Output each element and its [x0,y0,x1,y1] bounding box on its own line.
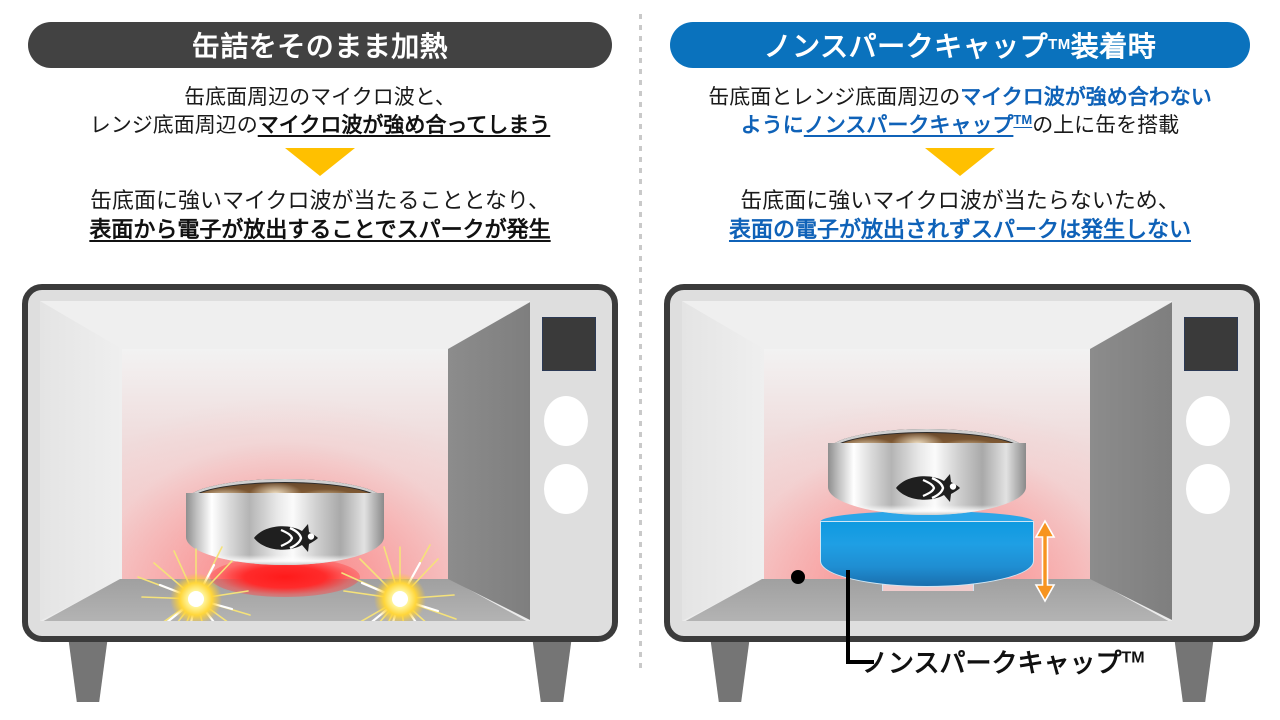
right-top-line1-emphasis: マイクロ波が強め合わない [960,86,1212,109]
cavity-right-wall [448,301,530,621]
oven-knob-lower[interactable] [544,464,588,514]
spark-left-icon [137,546,251,621]
oven-leg-right [532,636,572,702]
left-top-line2-emphasis: マイクロ波が強め合ってしまう [257,113,551,137]
oven-leg-left [710,636,750,702]
cavity-ceiling [682,301,1172,349]
cavity-left-wall [40,301,122,621]
oven-display-screen [1184,317,1238,371]
oven-leg-left [68,636,108,702]
left-top-line1: 缶底面周辺のマイクロ波と、 [184,86,456,109]
left-top-paragraph: 缶底面周辺のマイクロ波と、 レンジ底面周辺のマイクロ波が強め合ってしまう [0,84,640,139]
right-top-line2-emphasis: ノンスパークキャップ [803,113,1014,137]
right-top-line1-plain: 缶底面とレンジ底面周辺の [708,86,961,109]
right-top-line2-plain-a: ように [740,113,804,137]
oven-cavity [40,301,530,621]
oven-control-panel [1172,301,1248,621]
oven-control-panel [530,301,606,621]
oven-knob-lower[interactable] [1186,464,1230,514]
cavity-ceiling [40,301,530,349]
right-header-tail: 装着時 [1070,31,1157,62]
left-bottom-paragraph: 缶底面に強いマイクロ波が当たることとなり、 表面から電子が放出することでスパーク… [0,186,640,244]
canned-food [828,429,1026,531]
right-bottom-line1: 缶底面に強いマイクロ波が当たらないため、 [740,188,1180,213]
non-spark-cap [820,511,1034,595]
cap-body [820,521,1034,587]
oven-knob-upper[interactable] [544,396,588,446]
right-top-line2-plain-b: の上に缶を搭載 [1032,113,1180,137]
right-top-line2-tm: TM [1013,111,1033,127]
panel-divider [639,14,642,674]
callout-leader-line [846,570,874,664]
callout-label: ノンスパークキャップTM [862,643,1145,680]
callout-label-text: ノンスパークキャップ [862,648,1122,678]
right-top-line2: ようにノンスパークキャップTMの上に缶を搭載 [640,112,1280,140]
right-header-label: ノンスパークキャップ [763,31,1049,62]
callout-label-tm: TM [1121,649,1145,667]
right-top-paragraph: 缶底面とレンジ底面周辺のマイクロ波が強め合わない ようにノンスパークキャップTM… [640,84,1280,139]
oven-cavity [682,301,1172,621]
right-microwave-illustration [664,284,1260,702]
right-down-arrow-icon [925,148,995,176]
cavity-right-wall [1090,301,1172,621]
spark-right-icon [341,544,457,621]
canned-food [186,479,384,581]
left-panel-header: 缶詰をそのまま加熱 [28,22,612,68]
right-bottom-line2: 表面の電子が放出されずスパークは発生しない [728,217,1191,243]
left-top-line2-plain: レンジ底面周辺の [89,113,258,137]
fish-icon [254,524,318,552]
oven-leg-right [1174,636,1214,702]
left-bottom-line1: 缶底面に強いマイクロ波が当たることとなり、 [89,188,551,213]
left-bottom-line2: 表面から電子が放出することでスパークが発生 [89,217,551,243]
left-panel: 缶詰をそのまま加熱 缶底面周辺のマイクロ波と、 レンジ底面周辺のマイクロ波が強め… [0,22,640,702]
left-microwave-illustration [22,284,618,702]
cap-height-up-down-arrow-icon [1034,519,1056,603]
left-down-arrow-icon [285,148,355,176]
oven-display-screen [542,317,596,371]
right-bottom-paragraph: 缶底面に強いマイクロ波が当たらないため、 表面の電子が放出されずスパークは発生し… [640,186,1280,244]
fish-icon [896,474,960,502]
callout-anchor-dot [791,570,805,584]
left-top-line2: レンジ底面周辺のマイクロ波が強め合ってしまう [0,112,640,140]
cavity-left-wall [682,301,764,621]
oven-knob-upper[interactable] [1186,396,1230,446]
left-header-label: 缶詰をそのまま加熱 [191,31,449,62]
right-top-line1: 缶底面とレンジ底面周辺のマイクロ波が強め合わない [640,84,1280,112]
